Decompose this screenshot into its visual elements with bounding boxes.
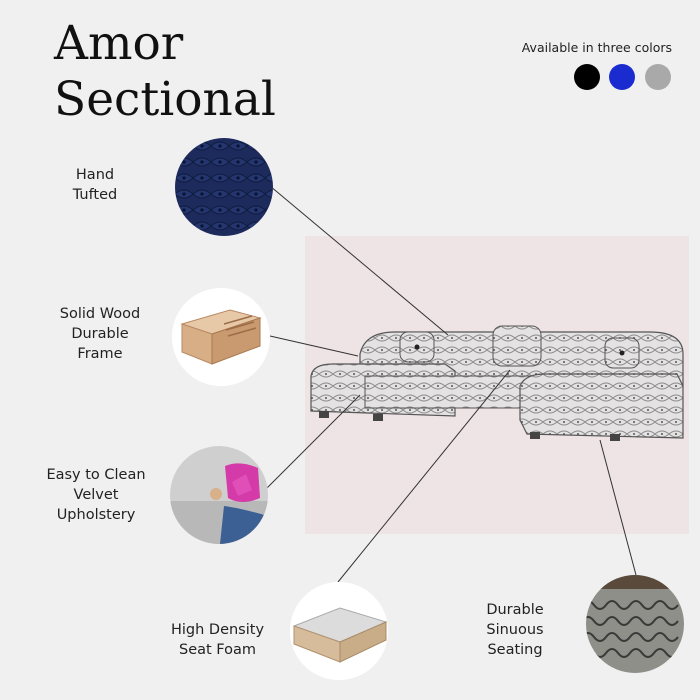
feature-label-seat-foam: High Density Seat Foam	[170, 622, 265, 658]
sinuous-springs-image	[586, 575, 684, 673]
sectional-sofa-illustration	[310, 325, 684, 441]
title-line-1: Amor	[54, 16, 184, 71]
color-swatch-blue[interactable]	[609, 64, 635, 90]
feature-label-wood-frame: Solid Wood Durable Frame	[59, 306, 141, 362]
colors-label: Available in three colors	[521, 40, 672, 55]
title-line-2: Sectional	[54, 72, 276, 127]
wood-frame-image	[172, 288, 270, 386]
color-swatch-black[interactable]	[574, 64, 600, 90]
seat-foam-image	[290, 582, 388, 680]
velvet-cleaning-image	[170, 446, 268, 544]
feature-label-sinuous: Durable Sinuous Seating	[486, 602, 544, 658]
feature-label-velvet: Easy to Clean Velvet Upholstery	[46, 467, 146, 523]
product-title: Amor Sectional	[54, 16, 276, 128]
color-swatch-gray[interactable]	[645, 64, 671, 90]
feature-label-hand-tufted: Hand Tufted	[72, 167, 118, 203]
hand-tufted-image	[175, 138, 273, 236]
